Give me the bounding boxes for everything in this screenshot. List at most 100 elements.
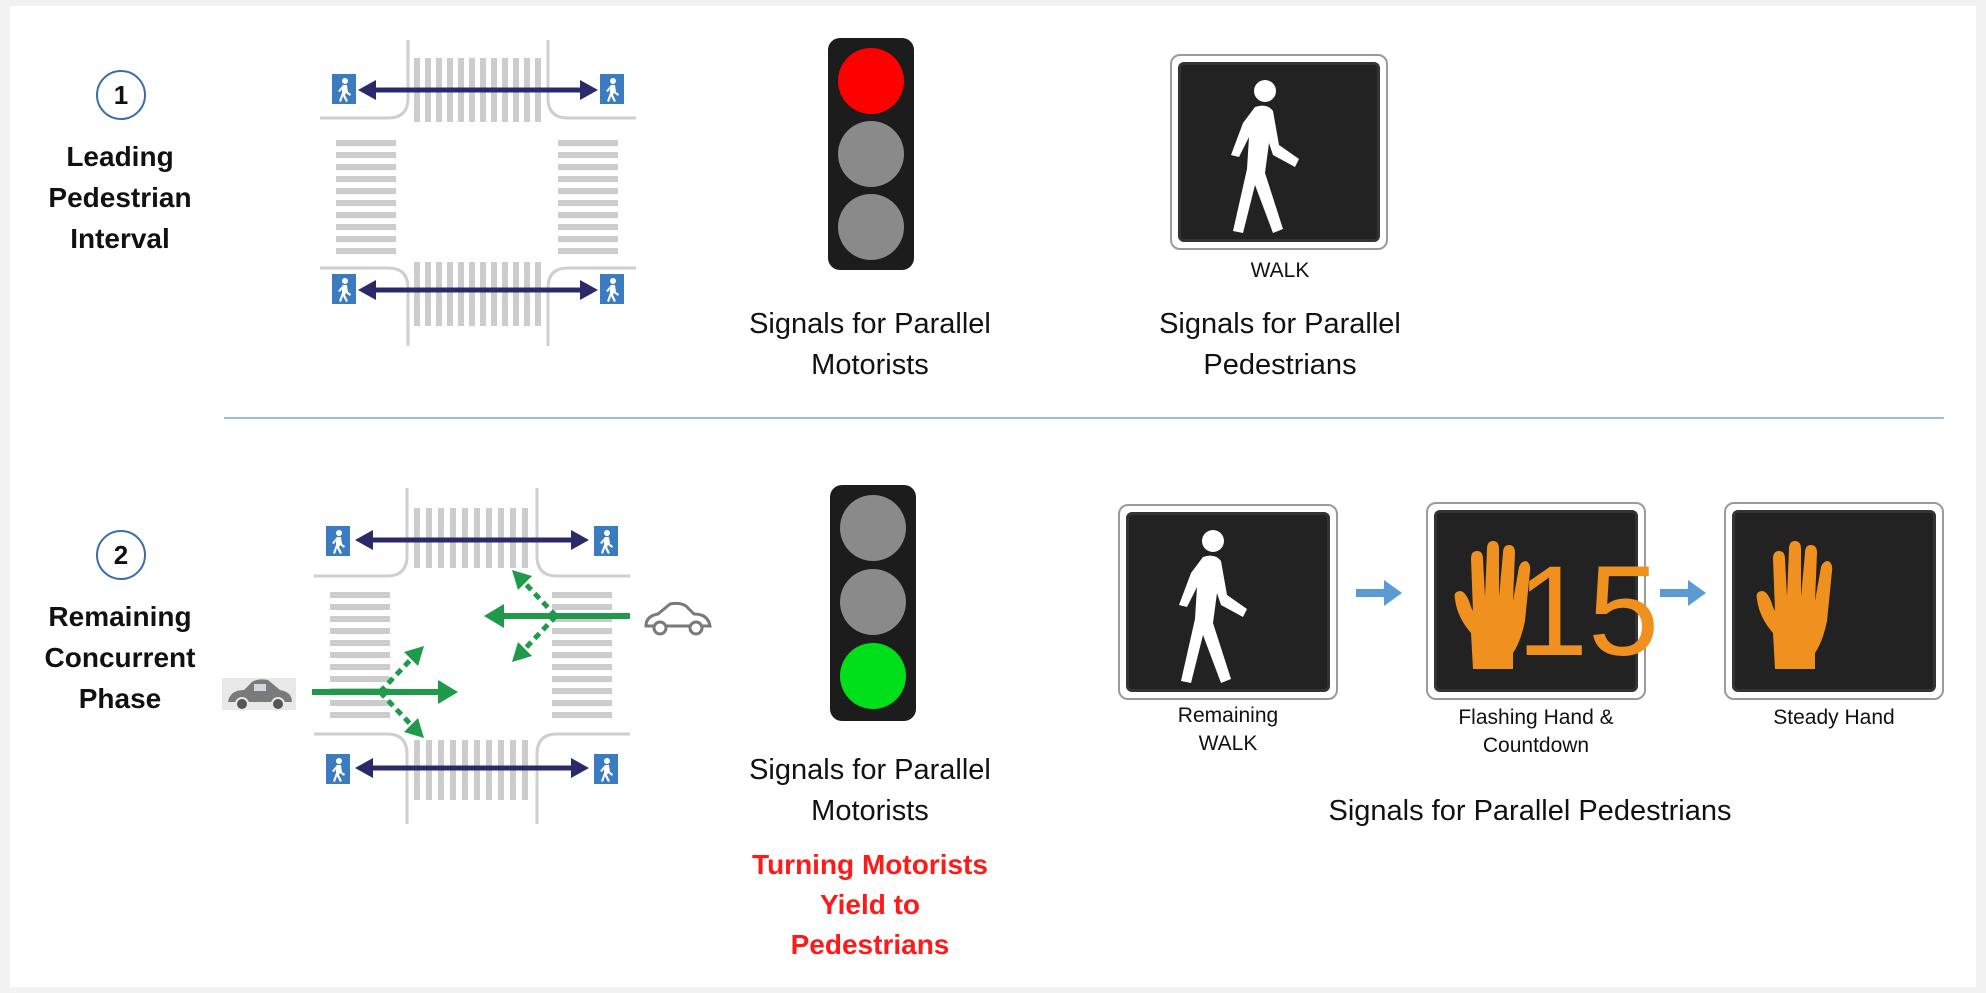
green-lamp — [840, 643, 906, 709]
crosswalk-stripe — [330, 592, 390, 598]
crosswalk-stripe — [330, 700, 390, 706]
phase2-ped-caption: Signals for Parallel Pedestrians — [1328, 795, 1732, 827]
crosswalk-stripe — [447, 262, 453, 326]
crosswalk-stripe — [336, 224, 396, 230]
countdown-digits: 15 — [1517, 540, 1659, 683]
crosswalk-stripe — [458, 262, 464, 326]
crosswalk-stripe — [558, 248, 618, 254]
phase2-label: Remaining Concurrent Phase — [20, 596, 220, 719]
pedestrian-crossing-sign-icon — [332, 74, 356, 104]
pedestrian-arrow-bottom — [355, 758, 589, 778]
raised-hand-icon — [1756, 541, 1833, 669]
crosswalk-stripe — [336, 140, 396, 146]
crosswalk-stripe — [558, 212, 618, 218]
crosswalk-stripe — [552, 604, 612, 610]
phase1-label: Leading Pedestrian Interval — [20, 136, 220, 259]
crosswalk-stripe — [552, 664, 612, 670]
crosswalk-stripe — [330, 664, 390, 670]
pedestrian-signal-flashing-hand-countdown: 15 — [1426, 502, 1659, 700]
phase2-label-line: Concurrent — [44, 642, 196, 673]
pedestrian-crossing-sign-icon — [600, 74, 624, 104]
pedestrian-crossing-sign-icon — [332, 274, 356, 304]
label-line: Flashing Hand & — [1458, 706, 1614, 729]
raised-hand-icon — [1454, 541, 1531, 669]
crosswalk-stripe — [330, 676, 390, 682]
crosswalk-stripe — [330, 616, 390, 622]
crosswalk-stripe — [552, 652, 612, 658]
westbound-vehicle-arrow — [484, 570, 630, 662]
crosswalk-stripe — [480, 262, 486, 326]
phase2-label-line: Remaining — [48, 601, 192, 632]
crosswalk-stripe — [336, 164, 396, 170]
phase2-label-line: Phase — [78, 683, 162, 714]
steady-hand-label: Steady Hand — [1734, 704, 1934, 732]
crosswalk-stripe — [552, 592, 612, 598]
phase1-number-badge: 1 — [96, 70, 146, 120]
crosswalk-stripe — [336, 236, 396, 242]
yellow-lamp-unlit — [840, 569, 906, 635]
crosswalk-stripe — [558, 140, 618, 146]
crosswalk-stripe — [558, 188, 618, 194]
crosswalk-stripe — [330, 640, 390, 646]
crosswalk-stripe — [336, 248, 396, 254]
crosswalk-stripe — [330, 604, 390, 610]
crosswalk-stripe — [502, 262, 508, 326]
label-line: WALK — [1198, 732, 1258, 755]
right-arrow-icon — [1356, 580, 1402, 606]
crosswalk-stripe — [535, 262, 541, 326]
crosswalk-stripe — [436, 262, 442, 326]
pedestrian-signal-steady-hand — [1724, 502, 1944, 700]
flashing-hand-label: Flashing Hand & Countdown — [1406, 704, 1666, 760]
crosswalk-stripe — [552, 712, 612, 718]
intersection-diagram-phase1 — [318, 38, 638, 348]
phase2-number-badge: 2 — [96, 530, 146, 580]
phase1-label-line: Pedestrian — [48, 182, 192, 213]
label-line: Countdown — [1482, 734, 1590, 757]
crosswalk-stripe — [336, 200, 396, 206]
pedestrian-arrow-top — [355, 530, 589, 550]
caption-line: Motorists — [811, 349, 929, 381]
crosswalk-stripe — [330, 628, 390, 634]
crosswalk-left — [336, 140, 396, 254]
pedestrian-crossing-sign-icon — [594, 526, 618, 556]
right-arrow-icon — [1660, 580, 1706, 606]
yield-warning: Turning Motorists Yield to Pedestrians — [700, 845, 1040, 965]
green-lamp-unlit — [838, 194, 904, 260]
caption-line: Pedestrians — [1203, 349, 1357, 381]
phase-divider — [224, 417, 1944, 419]
label-line: Remaining — [1177, 704, 1279, 727]
red-lamp — [838, 48, 904, 114]
walking-person-icon — [1179, 530, 1247, 683]
motorist-signal-phase2 — [830, 485, 916, 721]
pedestrian-signal-remaining-walk — [1118, 504, 1338, 700]
warning-line: Turning Motorists — [752, 849, 988, 880]
crosswalk-stripe — [558, 224, 618, 230]
warning-line: Pedestrians — [790, 929, 950, 960]
countdown-display: 15 — [1517, 540, 1659, 683]
walking-person-icon — [1231, 80, 1299, 233]
crosswalk-bottom — [414, 262, 541, 326]
caption-line: Signals for Parallel — [749, 754, 991, 786]
crosswalk-stripe — [336, 152, 396, 158]
caption-line: Signals for Parallel — [1159, 308, 1401, 340]
yellow-lamp-unlit — [838, 121, 904, 187]
intersection-diagram-phase2 — [222, 486, 712, 826]
phase1-label-line: Interval — [70, 223, 170, 254]
red-lamp-unlit — [840, 495, 906, 561]
crosswalk-stripe — [552, 676, 612, 682]
warning-line: Yield to — [819, 889, 921, 920]
crosswalk-stripe — [558, 200, 618, 206]
crosswalk-stripe — [336, 188, 396, 194]
crosswalk-stripe — [414, 262, 420, 326]
car-icon — [222, 678, 296, 711]
phase1-motorist-caption: Signals for Parallel Motorists — [700, 304, 1040, 386]
car-icon — [644, 601, 712, 636]
crosswalk-stripe — [558, 176, 618, 182]
eastbound-vehicle-arrow — [312, 646, 458, 738]
pedestrian-arrow-top — [358, 80, 598, 100]
pedestrian-crossing-sign-icon — [594, 754, 618, 784]
crosswalk-stripe — [336, 176, 396, 182]
pedestrian-arrow-bottom — [358, 280, 598, 300]
crosswalk-stripe — [524, 262, 530, 326]
phase1-ped-caption: Signals for Parallel Pedestrians — [1110, 304, 1450, 386]
